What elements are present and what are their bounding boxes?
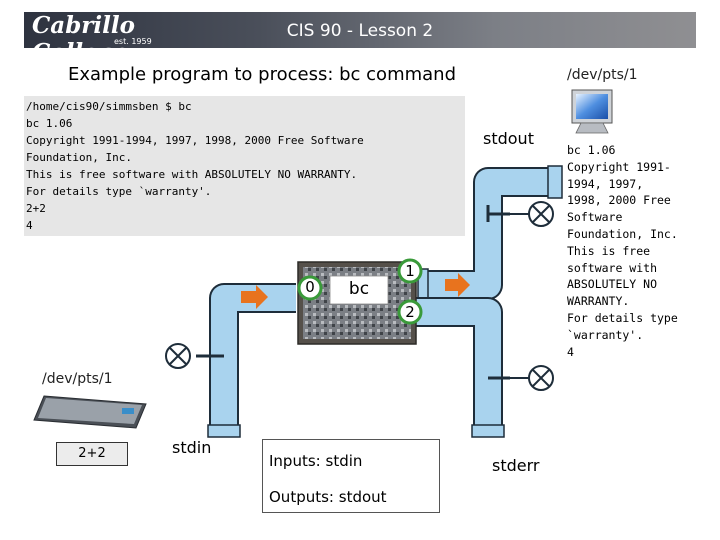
output-line: `warranty'. <box>567 327 644 342</box>
output-line: WARRANTY. <box>567 294 630 309</box>
output-line: For details type <box>567 310 678 325</box>
output-line: bc 1.06 <box>567 143 616 157</box>
inputs-row: Inputs: stdin <box>269 452 362 470</box>
fd-2-circle <box>397 299 423 325</box>
keyboard-icon <box>33 395 147 429</box>
bc-program-label: bc <box>348 279 370 299</box>
terminal-line: 2+2 <box>26 202 46 215</box>
terminal-line: Copyright 1991-1994, 1997, 1998, 2000 Fr… <box>26 134 364 147</box>
stdout-label: stdout <box>483 129 534 148</box>
stdout-pipe <box>417 165 563 302</box>
logo-text: Cabrillo College <box>32 12 135 66</box>
fd-0-circle <box>297 275 323 301</box>
output-line: 4 <box>567 344 574 359</box>
slide-title: CIS 90 - Lesson 2 <box>286 21 434 41</box>
output-device-label: /dev/pts/1 <box>567 67 638 83</box>
keyboard-input-box: 2+2 <box>56 442 128 466</box>
output-line: ABSOLUTELY NO <box>567 277 658 292</box>
stderr-pipe <box>412 297 554 438</box>
output-line: 1994, 1997, <box>567 176 644 191</box>
terminal-line: 4 <box>26 219 33 232</box>
output-line: Copyright 1991- <box>567 159 671 174</box>
outputs-value: stdout <box>338 488 387 506</box>
terminal-line: This is free software with ABSOLUTELY NO… <box>26 168 358 181</box>
college-logo: Cabrillo College est. 1959 <box>32 12 192 66</box>
inputs-label: Inputs: <box>269 452 321 470</box>
io-summary-box: Inputs: stdin Outputs: stdout <box>262 439 440 513</box>
output-line: 1998, 2000 Free <box>567 193 671 208</box>
outputs-row: Outputs: stdout <box>269 488 387 506</box>
fd-2-label: 2 <box>405 303 415 321</box>
slide-subtitle: Example program to process: bc command <box>68 64 457 85</box>
input-device-label: /dev/pts/1 <box>42 371 113 387</box>
terminal-line: For details type `warranty'. <box>26 185 212 198</box>
stdout-arrow <box>445 273 470 297</box>
fd-1-label: 1 <box>405 262 415 280</box>
fd-0-label: 0 <box>305 278 315 296</box>
stderr-label: stderr <box>492 456 540 475</box>
fd-1-circle <box>397 258 423 284</box>
terminal-line: bc 1.06 <box>26 117 73 130</box>
terminal-session: /home/cis90/simmsben $ bc bc 1.06 Copyri… <box>24 96 465 236</box>
output-line: software with <box>567 260 658 275</box>
output-line: Foundation, Inc. <box>567 226 678 241</box>
stdin-arrow <box>241 285 268 309</box>
stdin-pipe <box>165 283 296 438</box>
stdin-label: stdin <box>172 438 212 457</box>
terminal-line: Foundation, Inc. <box>26 151 132 164</box>
inputs-value: stdin <box>325 452 363 470</box>
output-line: Software <box>567 210 623 225</box>
terminal-line: /home/cis90/simmsben $ bc <box>26 100 192 113</box>
logo-subtext: est. 1959 <box>114 37 152 46</box>
header-banner: Cabrillo College est. 1959 CIS 90 - Less… <box>24 12 696 66</box>
monitor-icon <box>571 89 613 134</box>
outputs-label: Outputs: <box>269 488 334 506</box>
output-line: This is free <box>567 243 651 258</box>
terminal-output: bc 1.06 Copyright 1991- 1994, 1997, 1998… <box>567 142 707 360</box>
bc-program-chip <box>297 261 417 345</box>
